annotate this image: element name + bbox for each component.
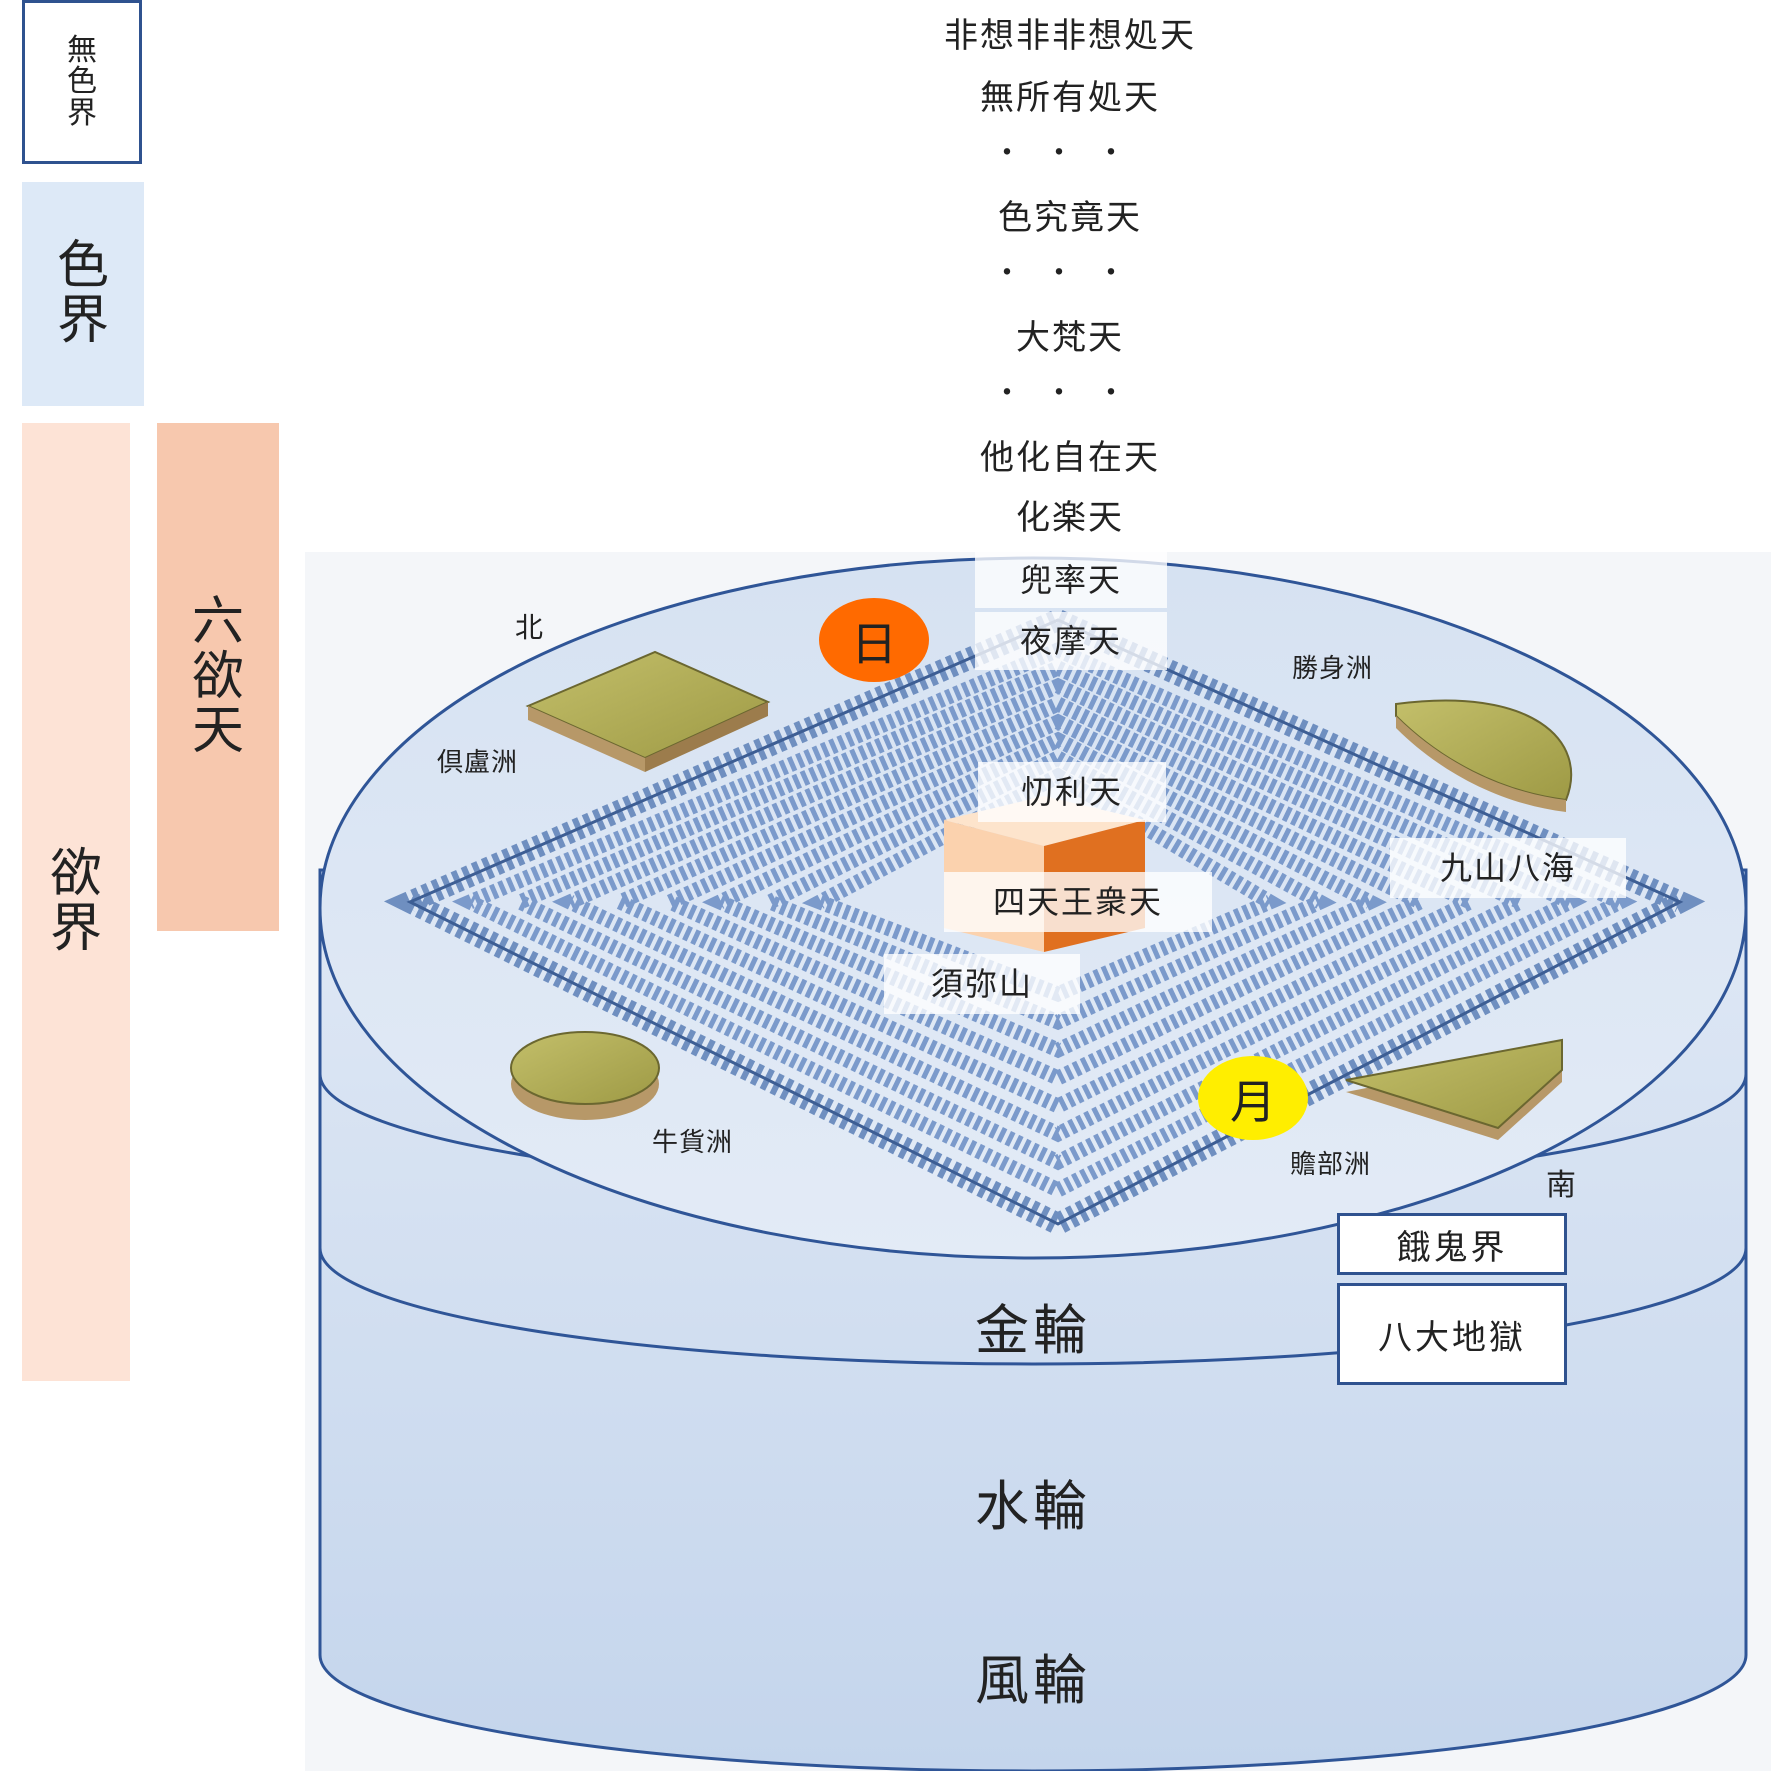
wind-wheel-label: 風輪	[975, 1649, 1091, 1712]
heaven-ellipsis-1: ・・・	[992, 136, 1148, 171]
six-desire-heavens-label: 六欲天	[191, 592, 244, 762]
six-desire-heavens-box: 六欲天	[157, 423, 279, 931]
continent-west-label: 牛貨洲	[652, 1128, 734, 1158]
continent-north-label: 倶盧洲	[437, 748, 519, 778]
hungry-ghost-realm-box: 餓鬼界	[1337, 1213, 1567, 1275]
eight-great-hells-box: 八大地獄	[1337, 1283, 1567, 1385]
gold-wheel-label: 金輪	[975, 1299, 1091, 1362]
heaven-mushousho: 無所有処天	[980, 78, 1160, 118]
heaven-daibon: 大梵天	[1016, 318, 1124, 358]
continent-east-label: 勝身洲	[1292, 654, 1374, 684]
heaven-yama: 夜摩天	[975, 612, 1167, 670]
nine-mountains-eight-seas	[383, 607, 1706, 1237]
formless-realm-label: 無色界	[67, 32, 97, 131]
heaven-tosotsu: 兜率天	[975, 552, 1167, 608]
heaven-shitennou: 四天王衆天	[944, 872, 1212, 932]
continent-south	[1345, 1038, 1563, 1140]
heaven-hisouhihisou: 非想非非想処天	[944, 16, 1196, 56]
nine-mountains-label: 九山八海	[1390, 838, 1626, 898]
continent-north	[525, 650, 771, 772]
direction-south: 南	[1546, 1168, 1577, 1203]
desire-realm-label: 欲界	[49, 844, 102, 959]
heaven-ellipsis-3: ・・・	[992, 376, 1148, 411]
mount-sumeru-label: 須弥山	[884, 954, 1080, 1014]
sun-label: 日	[851, 617, 897, 671]
heaven-ellipsis-2: ・・・	[992, 256, 1148, 291]
moon-label: 月	[1230, 1075, 1276, 1129]
direction-north: 北	[515, 611, 545, 644]
continent-south-label: 贍部洲	[1290, 1150, 1372, 1180]
heaven-touri: 忉利天	[978, 762, 1166, 822]
form-realm-box: 色界	[22, 182, 144, 406]
form-realm-label: 色界	[56, 236, 109, 351]
desire-realm-box: 欲界	[22, 423, 130, 1381]
sun-disc	[819, 598, 929, 682]
moon-disc	[1198, 1056, 1308, 1140]
heaven-keraku: 化楽天	[1016, 498, 1124, 538]
formless-realm-box: 無色界	[22, 0, 142, 164]
heaven-takejizai: 他化自在天	[980, 438, 1160, 478]
heaven-shikikugyou: 色究竟天	[998, 198, 1142, 238]
continent-west	[510, 1031, 660, 1120]
continent-east	[1395, 699, 1572, 812]
water-wind-divider	[318, 1247, 1748, 1366]
water-wheel-label: 水輪	[975, 1475, 1091, 1538]
